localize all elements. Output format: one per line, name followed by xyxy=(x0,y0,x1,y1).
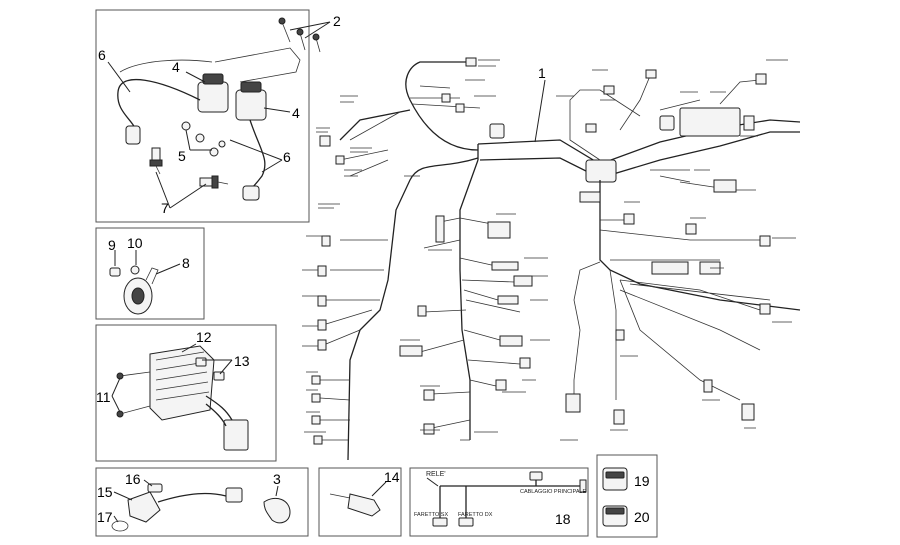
harness-connectors xyxy=(311,57,771,445)
branch-upper-left xyxy=(405,61,479,151)
regulator-connector xyxy=(223,419,249,451)
relay-19 xyxy=(602,467,628,491)
callout-15: 15 xyxy=(97,484,113,500)
ignition-coil-right xyxy=(235,89,267,121)
ht-lead-right xyxy=(249,119,266,191)
label-faretto-sx: FARETTO SX xyxy=(414,512,448,518)
sensor-screw xyxy=(147,483,163,493)
label-rele: RELE' xyxy=(426,471,446,478)
spark-plug-left xyxy=(149,147,163,175)
callout-7: 7 xyxy=(161,200,169,216)
branch-left-descending xyxy=(347,157,479,461)
regulator-group xyxy=(111,343,249,451)
frame-sensor xyxy=(95,467,309,537)
lamp-harness-group xyxy=(426,471,587,527)
callout-12: 12 xyxy=(196,329,212,345)
ht-lead-left xyxy=(117,78,201,129)
callout-6-bottom: 6 xyxy=(283,149,291,165)
coil-bracket xyxy=(214,47,301,83)
callout-4-left: 4 xyxy=(172,59,180,75)
spark-plug-right xyxy=(199,175,229,189)
ignition-coil-left xyxy=(197,81,229,113)
sensor-group xyxy=(111,479,291,532)
branch-right xyxy=(599,180,801,311)
callout-20: 20 xyxy=(634,509,650,525)
callout-17: 17 xyxy=(97,509,113,525)
harness-trunk-top xyxy=(477,119,801,165)
callout-10: 10 xyxy=(127,235,143,251)
harness-junction xyxy=(585,159,617,183)
callout-4-right: 4 xyxy=(292,105,300,121)
callout-11: 11 xyxy=(96,389,111,405)
callout-3: 3 xyxy=(273,471,281,487)
frame-regulator xyxy=(95,324,277,462)
branch-center-descending xyxy=(459,159,479,440)
frame-lamp-harness xyxy=(409,467,589,537)
voltage-regulator xyxy=(149,345,215,421)
part-14-group xyxy=(329,481,387,517)
spark-plug-cap-left xyxy=(125,125,141,145)
label-faretto-dx: FARETTO DX xyxy=(458,512,493,518)
horn-washer xyxy=(130,265,140,275)
frame-ignition-coils xyxy=(95,9,310,223)
cable-clip xyxy=(263,497,291,524)
frame-relays xyxy=(596,454,658,538)
frame-horn xyxy=(95,227,205,320)
sensor-o-ring xyxy=(111,520,129,532)
callout-6-top: 6 xyxy=(98,47,106,63)
tiny-label-marks xyxy=(302,59,796,441)
callout-1: 1 xyxy=(538,65,546,81)
callout-8: 8 xyxy=(182,255,190,271)
callout-2: 2 xyxy=(333,13,341,29)
part-14 xyxy=(347,493,381,517)
instrument-connectors xyxy=(679,107,741,137)
callout-19: 19 xyxy=(634,473,650,489)
relay-group xyxy=(602,467,628,527)
callout-9: 9 xyxy=(108,237,116,253)
label-cablaggio-principale: CABLAGGIO PRINCIPALE xyxy=(520,489,587,495)
horn-group xyxy=(109,250,181,315)
bolt-set xyxy=(278,17,321,53)
lamp-harness-wires xyxy=(439,478,582,520)
sensor-cable xyxy=(157,492,227,503)
callout-14: 14 xyxy=(384,469,400,485)
sensor-connector-vertical xyxy=(435,215,445,243)
callout-5: 5 xyxy=(178,148,186,164)
callout-13: 13 xyxy=(234,353,250,369)
spark-plug-cap-right xyxy=(242,185,260,201)
harness-trunk-bottom xyxy=(479,131,800,179)
horn-nut xyxy=(109,267,121,277)
ignition-coil-group xyxy=(107,17,331,209)
sensor-connector xyxy=(225,487,243,503)
sensor-body xyxy=(127,491,161,523)
callout-18: 18 xyxy=(555,511,571,527)
main-wiring-harness xyxy=(319,61,801,461)
callout-16: 16 xyxy=(125,471,141,487)
frame-part-14 xyxy=(318,467,402,537)
